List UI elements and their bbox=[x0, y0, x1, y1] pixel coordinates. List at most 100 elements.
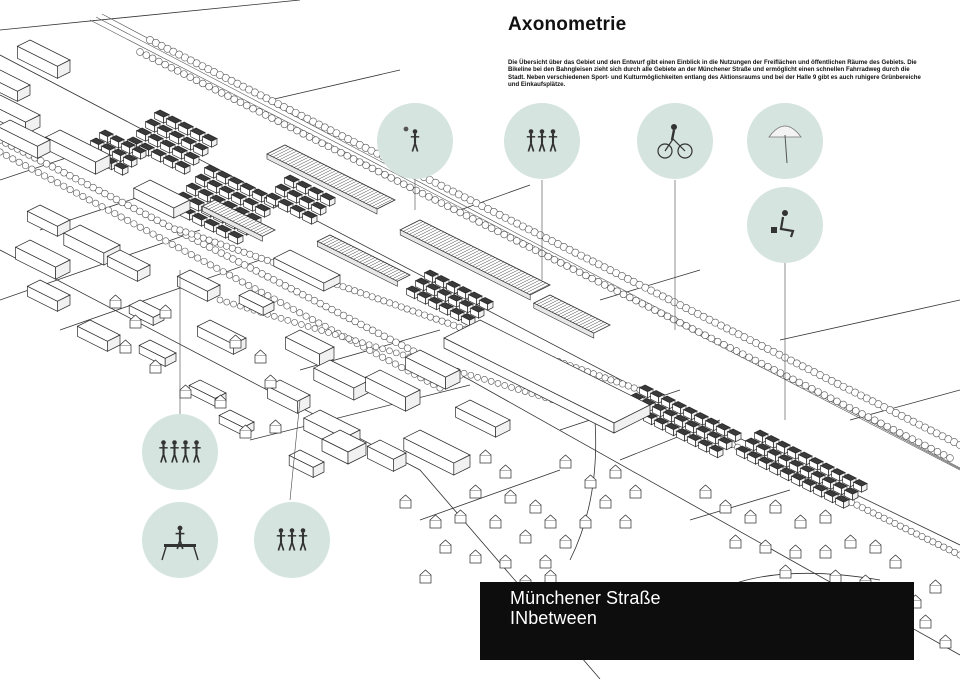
title-banner: Münchener Straße INbetween bbox=[480, 582, 914, 660]
small-house bbox=[539, 554, 552, 569]
tree bbox=[291, 319, 298, 326]
row-house bbox=[203, 218, 220, 233]
tree bbox=[443, 202, 452, 210]
small-house bbox=[619, 514, 632, 529]
row-house bbox=[416, 291, 432, 305]
tree bbox=[230, 95, 238, 103]
tree bbox=[0, 148, 4, 156]
tree bbox=[450, 321, 458, 329]
tree bbox=[889, 425, 898, 434]
small-house bbox=[584, 474, 597, 489]
row-house bbox=[757, 456, 773, 471]
tree bbox=[368, 326, 377, 335]
tree bbox=[387, 174, 395, 182]
tree bbox=[54, 166, 62, 174]
tree bbox=[211, 246, 220, 254]
small-house bbox=[399, 494, 412, 509]
tree bbox=[438, 317, 446, 325]
row-house bbox=[156, 124, 173, 139]
tree bbox=[412, 186, 420, 195]
tree bbox=[720, 340, 728, 349]
city-block bbox=[0, 119, 51, 159]
tree bbox=[302, 312, 310, 320]
tree bbox=[352, 337, 359, 344]
row-house bbox=[812, 484, 828, 498]
tree bbox=[506, 233, 515, 242]
tree bbox=[908, 435, 917, 443]
tree bbox=[228, 244, 236, 252]
tree bbox=[386, 335, 394, 344]
small-house bbox=[769, 499, 782, 514]
tree bbox=[372, 343, 380, 351]
workbench-icon bbox=[142, 502, 218, 578]
tree bbox=[245, 281, 253, 289]
tree bbox=[494, 227, 502, 236]
tree bbox=[826, 394, 835, 402]
city-block bbox=[106, 249, 151, 282]
small-house bbox=[239, 424, 252, 439]
city-block bbox=[321, 429, 367, 465]
tree bbox=[896, 429, 904, 437]
row-house bbox=[469, 305, 485, 319]
tree bbox=[193, 232, 201, 240]
hall-building bbox=[201, 199, 276, 242]
tree bbox=[339, 311, 348, 320]
tree bbox=[217, 249, 225, 257]
tree bbox=[450, 205, 458, 214]
small-house bbox=[719, 499, 732, 514]
tree bbox=[71, 174, 80, 183]
tree bbox=[173, 67, 182, 75]
tree bbox=[368, 293, 376, 301]
tree bbox=[663, 312, 672, 321]
tree bbox=[324, 142, 333, 151]
tree bbox=[246, 250, 254, 258]
row-house bbox=[183, 151, 200, 166]
tree bbox=[770, 366, 778, 374]
tree bbox=[141, 210, 150, 219]
row-house bbox=[109, 135, 125, 149]
tree bbox=[594, 278, 603, 286]
small-house bbox=[499, 464, 512, 479]
umbrella-icon bbox=[747, 103, 823, 179]
tree bbox=[501, 382, 509, 389]
small-house bbox=[179, 384, 192, 399]
city-block bbox=[44, 129, 111, 175]
tree bbox=[235, 258, 243, 266]
tree bbox=[232, 275, 240, 283]
tree bbox=[475, 218, 483, 226]
small-house bbox=[939, 634, 952, 649]
tree bbox=[701, 331, 709, 339]
city-block bbox=[76, 319, 121, 352]
tree bbox=[211, 238, 219, 246]
row-house bbox=[843, 487, 859, 501]
tree bbox=[205, 236, 213, 244]
group-play-icon bbox=[504, 103, 580, 179]
tree bbox=[199, 79, 207, 88]
small-house bbox=[429, 514, 442, 529]
tree bbox=[187, 251, 195, 259]
tree bbox=[255, 108, 264, 116]
tree bbox=[467, 371, 475, 379]
tree bbox=[181, 247, 189, 255]
page-title: Axonometrie bbox=[508, 14, 627, 35]
city-block bbox=[364, 369, 421, 412]
tree bbox=[66, 186, 74, 194]
row-house bbox=[651, 403, 667, 418]
tree bbox=[83, 180, 92, 189]
row-house bbox=[113, 162, 129, 176]
small-house bbox=[599, 494, 612, 509]
tree bbox=[37, 157, 45, 165]
tree bbox=[117, 213, 125, 221]
row-house bbox=[726, 428, 742, 443]
tree bbox=[98, 203, 106, 211]
tree bbox=[240, 248, 248, 256]
road-line bbox=[269, 69, 401, 101]
tree bbox=[252, 252, 260, 260]
tree bbox=[481, 221, 490, 229]
tree bbox=[148, 54, 157, 62]
tree bbox=[638, 300, 647, 308]
tree bbox=[363, 323, 371, 332]
tree bbox=[200, 257, 208, 265]
tree bbox=[921, 441, 929, 450]
city-block bbox=[238, 289, 275, 316]
